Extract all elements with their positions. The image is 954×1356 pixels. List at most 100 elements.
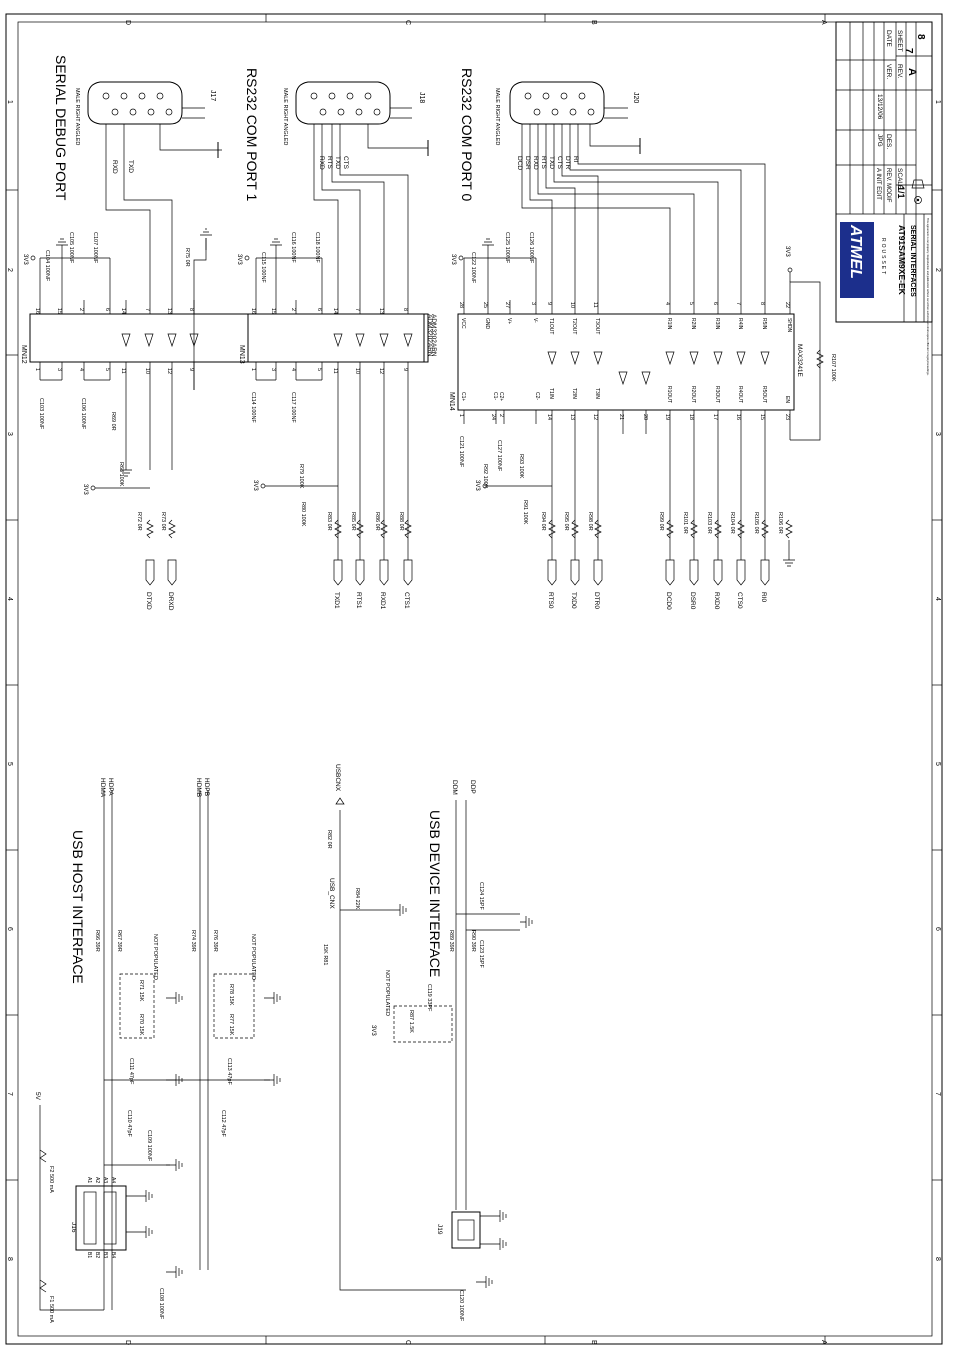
net-cts1: CTS1 [403, 592, 410, 609]
rs232-passives: C104 100NF C105 100NF C107 100NF C103 10… [22, 228, 836, 1036]
j18-sig: RXD [318, 156, 325, 170]
gnd-symbol [166, 1159, 183, 1171]
col-number: 3 [6, 432, 13, 436]
svg-text:3: 3 [56, 368, 62, 371]
v3v3-label: 3V3 [370, 1025, 376, 1036]
svg-text:9: 9 [188, 368, 194, 371]
net-dcd0: DCD0 [665, 592, 672, 610]
svg-text:3: 3 [270, 368, 276, 371]
c120-label: C120 100NF [458, 1290, 464, 1322]
r90-label: R90 39R [470, 930, 476, 952]
c104-label: C104 100NF [44, 250, 50, 282]
r77-label: R77 15K [228, 1014, 234, 1036]
svg-text:14: 14 [546, 414, 552, 420]
border-row-letters: D C B A D C B A [124, 20, 827, 1345]
svg-text:6: 6 [712, 302, 718, 305]
ver-label: VER. [885, 64, 892, 79]
v3v3-label: 3V3 [252, 480, 258, 491]
r106-label: R106 0R [777, 512, 783, 534]
not-populated-box [213, 973, 255, 1039]
row-letter: D [124, 1340, 131, 1345]
v5-label: 5V [34, 1092, 41, 1101]
gnd-symbol [476, 1276, 493, 1288]
svg-text:28: 28 [458, 302, 464, 308]
net-hdpb: HDPB [203, 778, 210, 796]
mn12-part: ADM3202ARN [430, 314, 437, 357]
atmel-logo: ATMEL ROUSSET [840, 222, 886, 298]
outer-border [5, 13, 943, 1345]
c122-label: C122 100NF [470, 252, 476, 284]
svg-text:20: 20 [642, 414, 648, 420]
c106-label: C106 100NF [80, 398, 86, 430]
svg-text:10: 10 [144, 368, 150, 374]
svg-text:6: 6 [316, 308, 322, 311]
svg-text:C2-: C2- [534, 392, 540, 400]
svg-text:1: 1 [458, 414, 464, 417]
r66-label: R66 39R [94, 930, 100, 952]
sheet-of: 8 [915, 34, 926, 40]
svg-text:10: 10 [569, 302, 575, 308]
svg-text:ROUSSET: ROUSSET [880, 238, 886, 276]
mn14-bottom-labels: C1+ C1- C2+ C2- T1IN T2IN T3IN R1OUT R2O… [460, 386, 790, 403]
series-resistors [146, 349, 824, 539]
svg-text:R5IN: R5IN [761, 318, 767, 330]
rev-value: A [906, 68, 918, 76]
title-block: DATE SHEET 7 8 VER. REV. A 13/12/06 DES.… [835, 21, 933, 376]
v3v3-label: 3V3 [236, 254, 242, 265]
c124-label: C124 15PF [478, 882, 484, 910]
sheet-title: SERIAL INTERFACES [909, 225, 916, 297]
r83-label: R83 0R [326, 512, 332, 531]
net-drxd: DRXD [167, 592, 174, 611]
projection-icon [911, 179, 925, 204]
svg-text:17: 17 [712, 414, 718, 420]
c118-label: C118 100NF [314, 232, 320, 263]
c111-label: C111 47pF [128, 1058, 134, 1085]
svg-text:2: 2 [290, 308, 296, 311]
col-number: 7 [934, 1092, 941, 1096]
svg-text:5: 5 [316, 368, 322, 371]
net-cts0: CTS0 [736, 592, 743, 609]
scale-value: 1/1 [896, 186, 906, 199]
col-number: 2 [934, 268, 941, 272]
c109-label: C109 100NF [146, 1130, 152, 1162]
j17-txd-label: TXD [127, 160, 134, 173]
c105-label: C105 100NF [68, 232, 74, 264]
board-name: AT91SAM9XE-EK [897, 225, 907, 296]
ic-mn14: MN14 MAX3241E 28 25 27 3 9 10 11 4 5 6 7… [448, 257, 821, 560]
r101-label: R101 0R [682, 512, 688, 534]
svg-text:R2OUT: R2OUT [690, 386, 696, 403]
col-number: 7 [6, 1092, 13, 1096]
mn12-ref: MN12 [20, 345, 27, 364]
svg-text:2: 2 [78, 308, 84, 311]
border-ticks [6, 14, 942, 1344]
col-number: 8 [6, 1257, 13, 1261]
section-title-com1: RS232 COM PORT 1 [244, 68, 260, 202]
net-rxd0: RXD0 [713, 592, 720, 610]
svg-text:2: 2 [498, 414, 504, 417]
svg-text:T2IN: T2IN [571, 388, 577, 399]
c121-label: C121 100NF [458, 436, 464, 468]
net-ddp: DDP [469, 780, 476, 794]
svg-text:15: 15 [270, 308, 276, 314]
usb-host: HDMA HDPA HDMB HDPB R66 39R R67 39R R74 … [34, 778, 281, 1323]
connector-j17: J17 MALE RIGHT ANGLED RXD TXD [74, 81, 222, 300]
gnd-symbol [399, 904, 407, 916]
j17-rxd-label: RXD [111, 160, 118, 174]
r99-label: R99 0R [658, 512, 664, 531]
col-number: 2 [6, 268, 13, 272]
j20-sig: DTR [564, 156, 571, 170]
section-title-debug: SERIAL DEBUG PORT [53, 55, 69, 201]
not-populated-box [393, 1005, 453, 1043]
rev-label: REV. [896, 64, 903, 79]
svg-text:VCC: VCC [460, 318, 466, 329]
net-hdpa: HDPA [107, 778, 114, 796]
r103-label: R103 0R [706, 512, 712, 534]
svg-text:SHDN: SHDN [786, 318, 792, 333]
sheet-label: SHEET [896, 30, 903, 52]
mn14-ref: MN14 [448, 392, 455, 411]
j17-note: MALE RIGHT ANGLED [74, 88, 80, 145]
row-letter: A [820, 20, 827, 25]
rev-modif-label: REV. MODIF [885, 168, 891, 203]
svg-text:B1: B1 [86, 1252, 92, 1258]
